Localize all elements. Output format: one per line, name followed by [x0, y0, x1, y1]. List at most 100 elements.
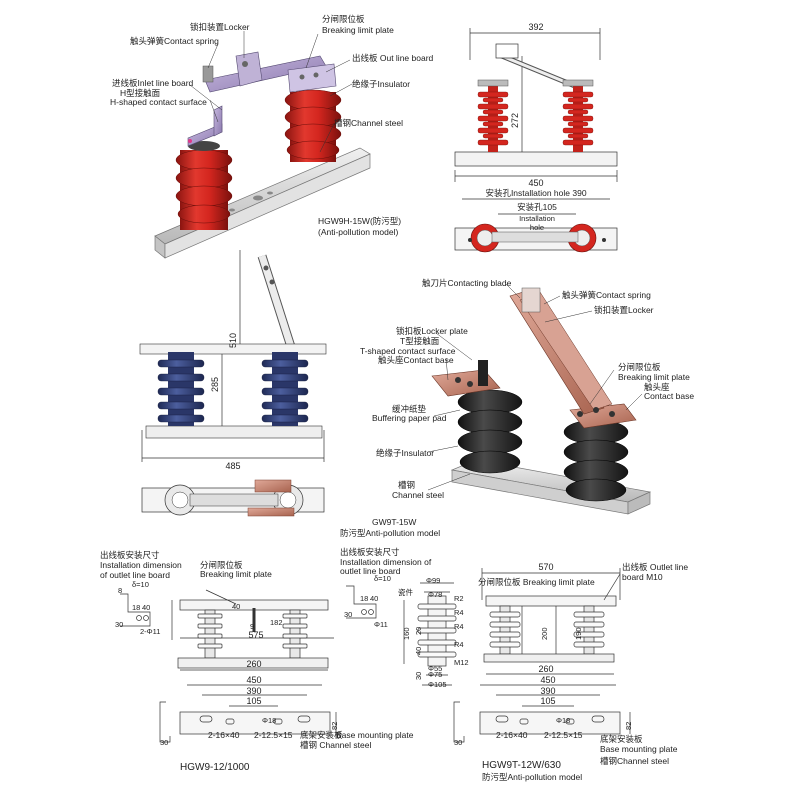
p6-base-cn: 底架安装板 — [600, 734, 643, 744]
p6-dim-30c: 30 — [454, 738, 463, 747]
hgw9-drawing — [120, 589, 337, 743]
p6-channel: 槽钢Channel steel — [600, 756, 669, 766]
label-install-hole-105: 安装孔105 — [517, 202, 557, 212]
label-inlet-board: 进线板Inlet line board — [112, 78, 194, 88]
p5-holes2: 2-12.5×15 — [254, 730, 293, 740]
leader-lines — [189, 31, 643, 491]
p6-title-en-2: outlet line board — [340, 566, 401, 576]
model-hgw9h: HGW9H-15W(防污型) — [318, 216, 402, 226]
model-hgw9t-12w-sub: 防污型Anti-pollution model — [482, 772, 583, 782]
p5-dim-9: 9 — [250, 622, 255, 631]
p6-outlet-en: board M10 — [622, 572, 663, 582]
dim-510: 510 — [228, 332, 238, 348]
p5-dim-11: 2-Φ11 — [140, 627, 161, 636]
dim-285: 285 — [210, 376, 220, 392]
hgw9t-drawing — [346, 568, 631, 743]
p5-dim-40: 40 — [142, 603, 151, 612]
label-locker-plate: 锁扣板Locker plate — [396, 326, 468, 336]
p6-r4b: R4 — [454, 622, 464, 631]
model-hgw9t-12w: HGW9T-12W/630 — [482, 760, 561, 771]
label-h-contact-cn: H型接触面 — [120, 88, 161, 98]
label-contact-base-2-en: Contact base — [644, 391, 695, 401]
p6-v30: 30 — [344, 610, 353, 619]
dim-485: 485 — [225, 461, 241, 471]
model-gw9t: GW9T-15W — [372, 517, 417, 527]
p6-d75: Φ75 — [428, 670, 443, 679]
label-contact-base: 触头座Contact base — [378, 355, 454, 365]
p6-holes2: 2-12.5×15 — [544, 730, 583, 740]
hgw9h-illustration — [154, 51, 371, 259]
p6-base-en: Base mounting plate — [600, 744, 678, 754]
p5-dim-390: 390 — [246, 686, 262, 696]
label-breaking-limit-2-en: Breaking limit plate — [618, 372, 690, 382]
dim-272: 272 — [510, 112, 520, 128]
label-locker: 锁扣装置Locker — [190, 22, 250, 32]
label-breaking-limit-2-cn: 分闸限位板 — [618, 362, 661, 372]
p6-v190: 190 — [574, 627, 583, 640]
label-contact-spring-2: 触头弹簧Contact spring — [562, 290, 651, 300]
label-contact-base-2-cn: 触头座 — [644, 382, 670, 392]
p6-dim-phi18: Φ18 — [556, 716, 571, 725]
label-breaking-limit-en: Breaking limit plate — [322, 25, 394, 35]
label-channel-steel-2-en: Channel steel — [392, 490, 444, 500]
p6-dim-260: 260 — [538, 664, 554, 674]
dim-450: 450 — [528, 178, 544, 188]
p6-v11: Φ11 — [374, 620, 388, 629]
p6-v160: 160 — [402, 627, 411, 640]
p5-dim-40b: 40 — [232, 602, 241, 611]
p6-v200: 200 — [540, 627, 549, 640]
p5-holes: 2-16×40 — [208, 730, 240, 740]
p6-v40: 40 — [370, 594, 379, 603]
p6-dim-82: 82 — [624, 721, 633, 730]
p6-title-en-1: Installation dimension of — [340, 557, 432, 567]
label-t-contact-en: T-shaped contact surface — [360, 346, 456, 356]
p6-d78: Φ78 — [428, 590, 443, 599]
p6-breaking: 分闸限位板 Breaking limit plate — [478, 577, 595, 587]
label-t-contact-cn: T型接触面 — [400, 336, 440, 346]
label-channel-steel: 槽钢Channel steel — [334, 118, 403, 128]
p5-delta: δ=10 — [132, 580, 149, 589]
p6-cn-label: 瓷件 — [398, 588, 413, 597]
p5-title-en-2: of outlet line board — [100, 570, 170, 580]
p6-dim-450: 450 — [540, 675, 556, 685]
label-buffer-cn: 缓冲纸垫 — [392, 404, 427, 414]
p6-r4c: R4 — [454, 640, 464, 649]
p5-dim-105: 105 — [246, 696, 262, 706]
dim-392: 392 — [528, 22, 544, 32]
label-insulator: 绝缘子Insulator — [352, 79, 411, 89]
model-hgw9h-sub: (Anti-pollution model) — [318, 227, 399, 237]
blue-front-view — [139, 250, 327, 517]
p5-dim-450: 450 — [246, 675, 262, 685]
p5-dim-82: 82 — [330, 721, 339, 730]
p5-dim-30: 30 — [115, 620, 124, 629]
p5-dim-8: 8 — [118, 586, 123, 595]
p6-v40b: 40 — [414, 646, 423, 655]
p6-v20: 20 — [414, 626, 423, 635]
p5-breaking-en: Breaking limit plate — [200, 569, 272, 579]
plan-view-drawing — [454, 198, 618, 253]
p5-base-en: Base mounting plate — [336, 730, 414, 740]
label-install-hole: Installation hole — [519, 214, 555, 232]
p6-r2: R2 — [454, 594, 464, 603]
model-hgw9-12: HGW9-12/1000 — [180, 762, 250, 773]
p5-dim-phi18: Φ18 — [262, 716, 277, 725]
p5-dim-575: 575 — [248, 630, 264, 640]
label-buffer-en: Buffering paper pad — [372, 413, 447, 423]
p6-dim-105: 105 — [540, 696, 556, 706]
p5-title-en-1: Installation dimension — [100, 560, 182, 570]
p5-base-cn: 底架安装板 — [300, 730, 343, 740]
p6-dim-390: 390 — [540, 686, 556, 696]
p6-d99: Φ99 — [426, 576, 441, 585]
p6-v30b: 30 — [414, 671, 423, 680]
gw9t-illustration — [431, 287, 652, 515]
p6-d105: Φ105 — [428, 680, 447, 689]
label-install-hole-390: 安装孔Installation hole 390 — [485, 188, 587, 198]
p5-dim-260: 260 — [246, 659, 262, 669]
label-insulator-2: 绝缘子Insulator — [376, 448, 435, 458]
p6-v18: 18 — [360, 594, 369, 603]
label-h-contact-en: H-shaped contact surface — [110, 97, 207, 107]
p6-d55: Φ55 — [428, 664, 443, 673]
label-breaking-limit-cn: 分闸限位板 — [322, 14, 365, 24]
p6-holes: 2-16×40 — [496, 730, 528, 740]
